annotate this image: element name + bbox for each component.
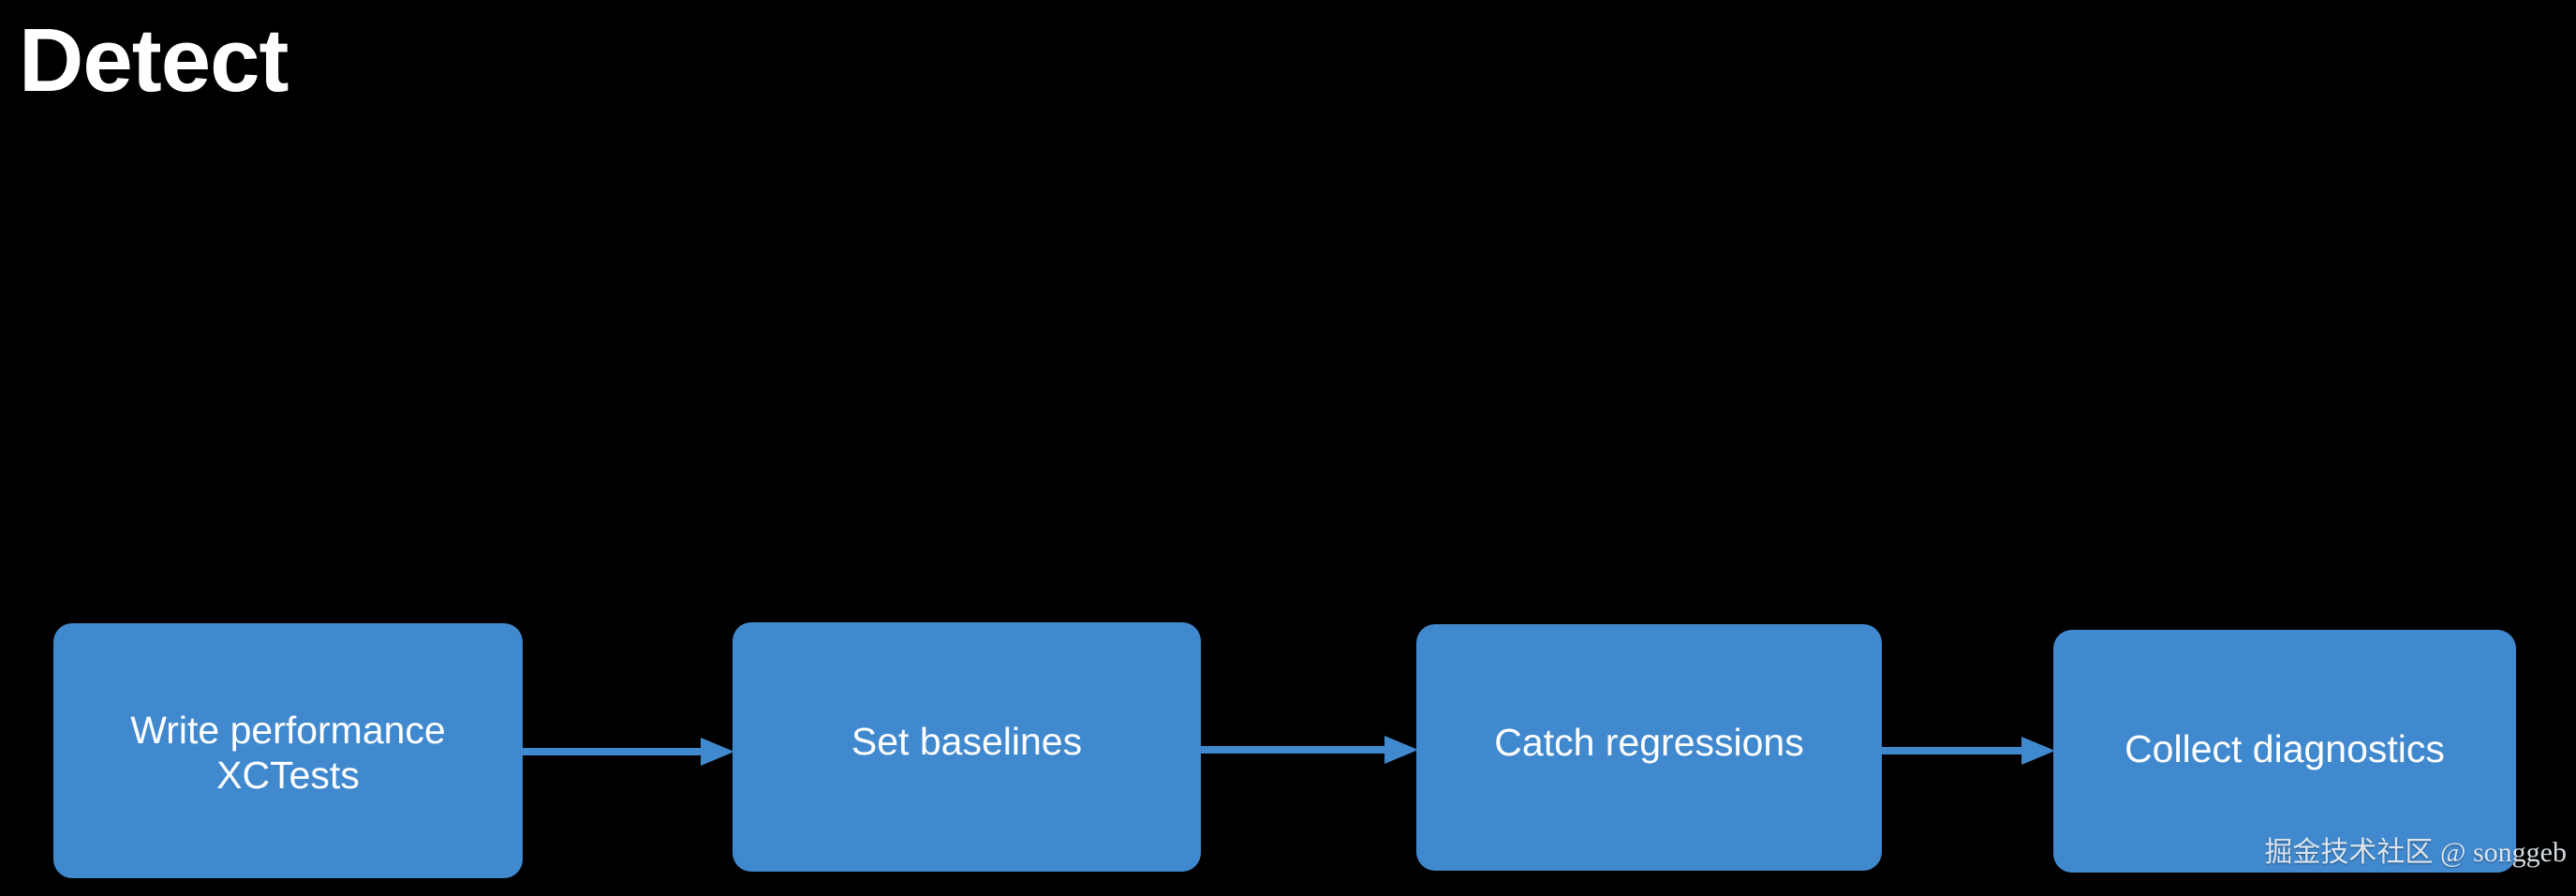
- page-title: Detect: [19, 10, 289, 111]
- watermark-text: 掘金技术社区 @ songgeb: [2264, 837, 2567, 868]
- flow-node-collect-diagnostics[interactable]: Collect diagnostics: [2053, 630, 2516, 873]
- flow-arrow-right-icon: [523, 738, 734, 766]
- flow-node-label: Write performance XCTests: [130, 708, 446, 797]
- flow-arrow-right-icon: [1882, 737, 2055, 765]
- flow-node-label: Collect diagnostics: [2124, 727, 2445, 771]
- flow-node-write-performance-xctests[interactable]: Write performance XCTests: [53, 623, 523, 878]
- flow-node-catch-regressions[interactable]: Catch regressions: [1416, 624, 1882, 871]
- flow-node-label: Catch regressions: [1494, 721, 1804, 765]
- flow-arrow-right-icon: [1201, 736, 1418, 764]
- flow-node-label: Set baselines: [851, 719, 1083, 763]
- flow-node-set-baselines[interactable]: Set baselines: [733, 622, 1201, 872]
